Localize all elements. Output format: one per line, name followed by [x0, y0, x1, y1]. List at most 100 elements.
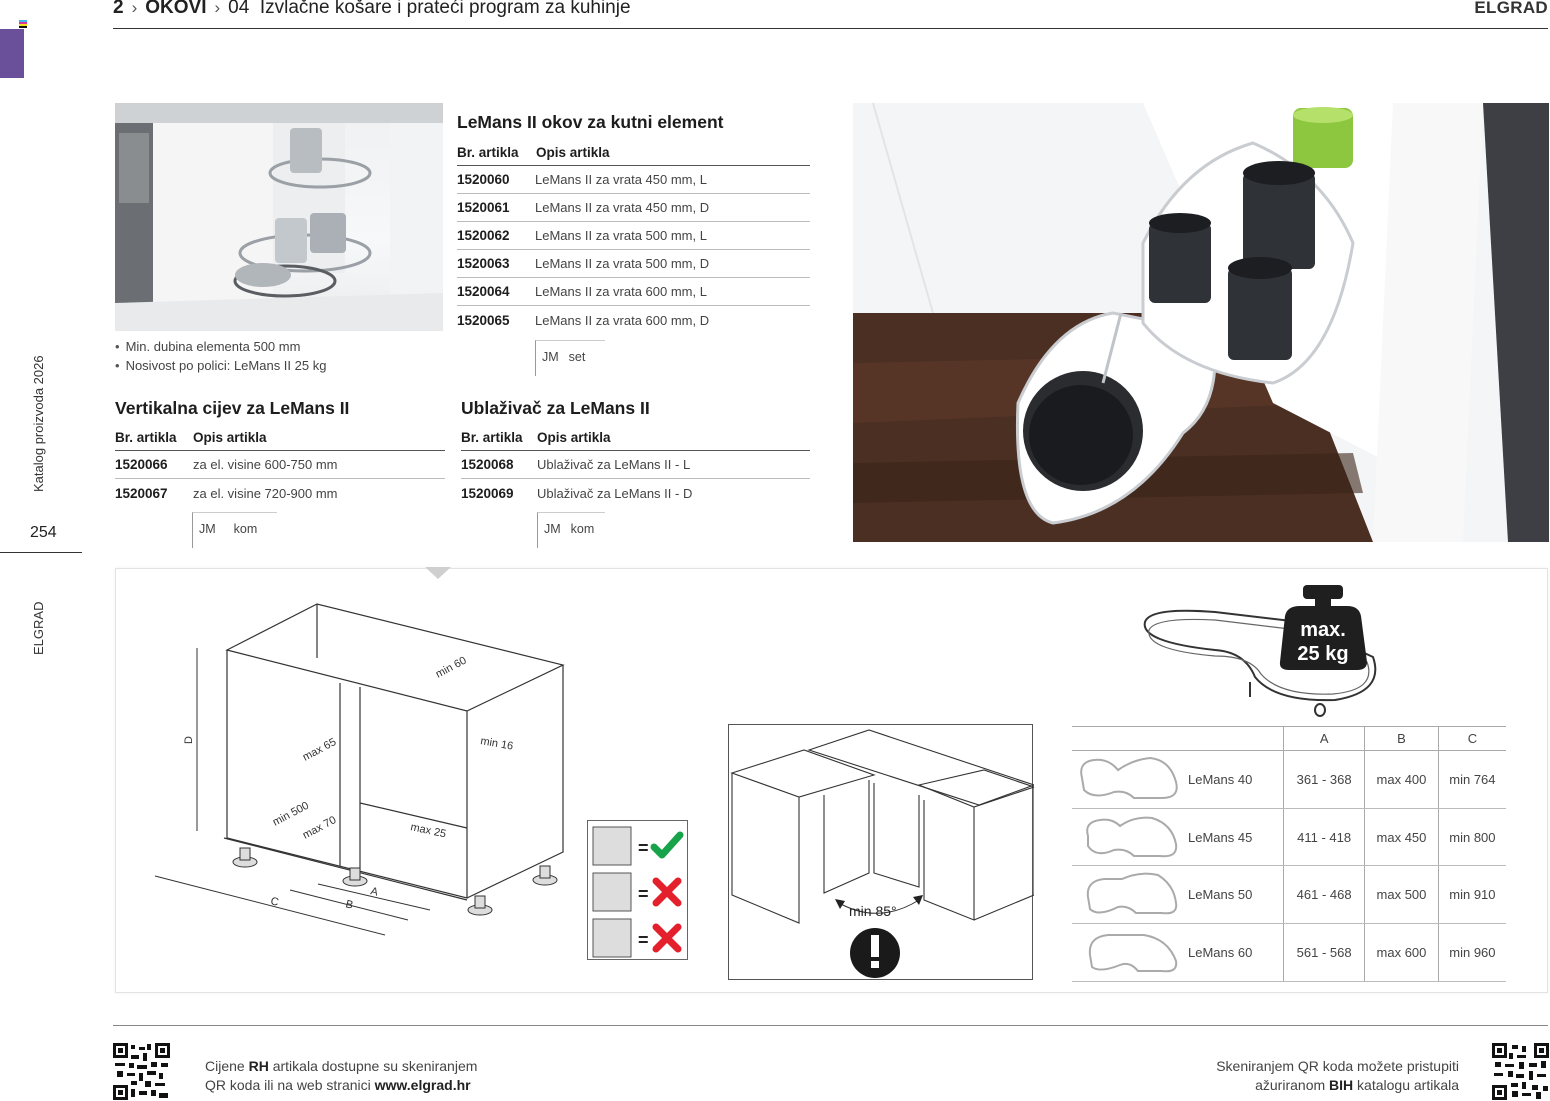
unit-label: JM	[544, 522, 561, 536]
footer-note-bih: Skeniranjem QR koda možete pristupiti až…	[1216, 1058, 1459, 1093]
column-header-b: B	[1364, 726, 1439, 751]
note-load-capacity: Nosivost po polici: LeMans II 25 kg	[115, 356, 327, 375]
article-desc: Ublaživač za LeMans II - L	[537, 457, 691, 472]
table-header: Br. artikla Opis artikla	[115, 424, 445, 451]
article-desc: LeMans II za vrata 450 mm, L	[535, 172, 707, 187]
article-code: 1520060	[457, 172, 510, 187]
column-header-c: C	[1437, 726, 1506, 751]
unit-value: set	[568, 350, 586, 364]
product-photo-lemans-kitchen	[115, 103, 443, 331]
table-row: LeMans 40 361 - 368 max 400 min 764	[1072, 750, 1506, 809]
weight-icon: max. 25 kg	[1279, 585, 1367, 670]
table-header: Br. artikla Opis artikla	[457, 139, 810, 166]
table-row[interactable]: 1520068 Ublaživač za LeMans II - L	[461, 451, 810, 479]
hinge-legend: ===	[587, 820, 688, 960]
cabinet-dimension-diagram: D C B A min 60 min 16 max 65 min 500 max…	[154, 603, 565, 936]
breadcrumb-section[interactable]: Izvlačne košare i prateći program za kuh…	[259, 0, 631, 18]
website-link[interactable]: www.elgrad.hr	[374, 1077, 471, 1093]
lemans-dimensions-table: A B C LeMans 40 361 - 368 max 400 min 76…	[1072, 726, 1506, 982]
sidebar-brand: ELGRAD	[31, 601, 46, 655]
column-header-code: Br. artikla	[461, 429, 523, 445]
basket-shape-icon	[1072, 750, 1184, 809]
svg-text:max 25: max 25	[409, 821, 447, 840]
table-row[interactable]: 1520069 Ublaživač za LeMans II - D	[461, 479, 810, 507]
footer-note-rh: Cijene RH artikala dostupne su skeniranj…	[205, 1058, 478, 1093]
unit-of-measure-tube: JM kom	[192, 512, 277, 548]
installation-diagram-panel	[115, 568, 1548, 993]
breadcrumb: 2 › OKOVI › 04 Izvlačne košare i prateći pro…	[113, 0, 631, 19]
breadcrumb-chapter-number[interactable]: 2	[113, 0, 124, 18]
unit-label: JM	[199, 522, 216, 536]
qr-code-bih-catalog[interactable]	[1492, 1043, 1549, 1100]
header-divider	[113, 28, 1548, 29]
corner-opening-diagram: min 85°	[728, 724, 1036, 980]
footer-divider	[113, 1025, 1548, 1026]
article-code: 1520065	[457, 312, 510, 328]
column-header-desc: Opis artikla	[536, 144, 610, 160]
unit-value: kom	[570, 522, 595, 536]
brand-logo-text: ELGRAD	[1474, 0, 1548, 17]
basket-shape-icon	[1072, 808, 1184, 867]
column-header-a: A	[1283, 726, 1365, 751]
article-desc: Ublaživač za LeMans II - D	[537, 485, 693, 501]
product-photo-lemans-pots	[853, 103, 1549, 542]
table-row[interactable]: 1520065 LeMans II za vrata 600 mm, D	[457, 306, 810, 334]
column-header-code: Br. artikla	[457, 144, 519, 160]
article-code: 1520063	[457, 256, 510, 271]
svg-text:min 500: min 500	[271, 800, 311, 829]
unit-of-measure-lemans: JM set	[535, 340, 605, 376]
table-row: LeMans 60 561 - 568 max 600 min 960	[1072, 923, 1506, 982]
basket-shape-icon	[1072, 865, 1184, 925]
check-icon	[650, 831, 684, 859]
svg-text:=: =	[638, 930, 649, 950]
basket-shape-icon	[1072, 923, 1184, 982]
catalog-label: Katalog proizvoda 2026	[31, 355, 46, 492]
article-desc: LeMans II za vrata 500 mm, D	[535, 256, 710, 271]
chevron-right-icon: ›	[214, 0, 221, 17]
table-row[interactable]: 1520063 LeMans II za vrata 500 mm, D	[457, 250, 810, 278]
sidebar-divider	[0, 552, 82, 553]
svg-text:25 kg: 25 kg	[1297, 643, 1348, 665]
svg-text:=: =	[638, 884, 649, 904]
cross-icon	[652, 877, 682, 907]
column-header-desc: Opis artikla	[193, 429, 267, 445]
unit-label: JM	[542, 350, 559, 364]
article-desc: LeMans II za vrata 500 mm, L	[535, 228, 707, 243]
page-number: 254	[30, 524, 57, 541]
article-code: 1520068	[461, 457, 514, 472]
note-min-depth: Min. dubina elementa 500 mm	[115, 337, 326, 356]
product-title-damper: Ublaživač za LeMans II	[461, 398, 650, 418]
unit-of-measure-damper: JM kom	[537, 512, 605, 548]
article-code: 1520069	[461, 485, 514, 501]
chevron-right-icon: ›	[131, 0, 138, 17]
qr-code-rh-prices[interactable]	[113, 1043, 170, 1100]
article-desc: LeMans II za vrata 600 mm, D	[535, 312, 710, 328]
svg-text:max 65: max 65	[301, 736, 338, 764]
svg-text:C: C	[269, 895, 280, 909]
article-code: 1520064	[457, 284, 510, 299]
breadcrumb-section-number[interactable]: 04	[228, 0, 250, 18]
column-header-code: Br. artikla	[115, 429, 177, 445]
print-color-marks	[19, 20, 27, 28]
panel-pointer	[425, 567, 451, 579]
unit-value: kom	[233, 522, 258, 536]
svg-text:A: A	[369, 885, 380, 899]
article-code: 1520061	[457, 200, 510, 215]
product-title-tube: Vertikalna cijev za LeMans II	[115, 398, 350, 418]
product-title-lemans: LeMans II okov za kutni element	[457, 112, 724, 132]
article-desc: za el. visine 720-900 mm	[193, 485, 338, 501]
table-row: LeMans 45 411 - 418 max 450 min 800	[1072, 808, 1506, 867]
table-row[interactable]: 1520060 LeMans II za vrata 450 mm, L	[457, 166, 810, 194]
breadcrumb-chapter[interactable]: OKOVI	[145, 0, 207, 18]
chapter-color-tab	[0, 29, 24, 78]
table-header: A B C	[1072, 726, 1506, 751]
svg-text:max 70: max 70	[301, 814, 338, 842]
